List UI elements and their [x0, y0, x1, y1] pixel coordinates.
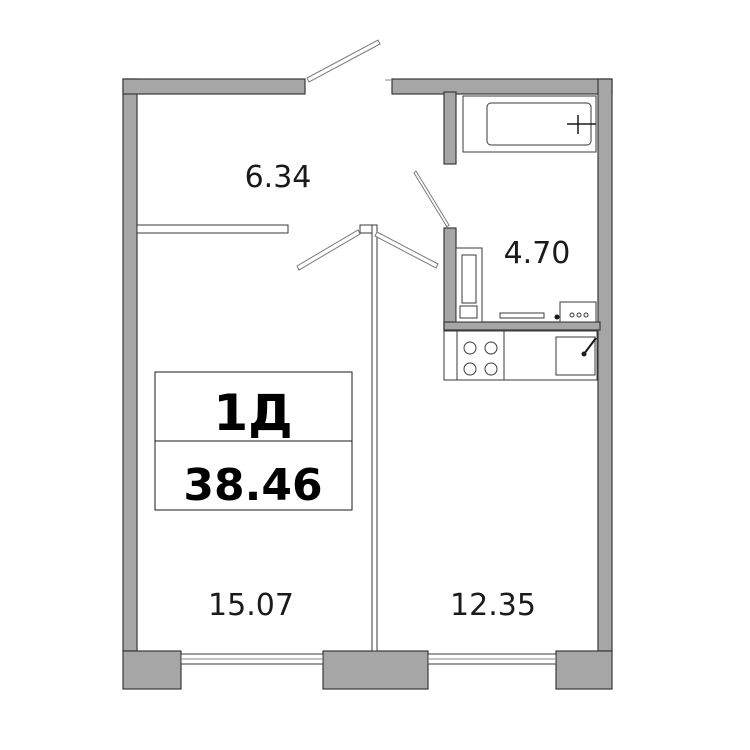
- bedroom-kitchen-wall: [371, 224, 378, 652]
- burner-icon-4: [484, 362, 498, 376]
- right-wall: [597, 78, 613, 652]
- faucet-icon: [583, 337, 597, 355]
- bedroom-area: 15.07: [208, 588, 294, 623]
- top-wall-right: [391, 78, 613, 95]
- top-wall-left: [122, 78, 306, 95]
- machine-knob-2: [576, 312, 582, 318]
- faucet-base-icon: [581, 351, 587, 357]
- washing-machine: [559, 301, 597, 323]
- apartment-total-area: 38.46: [183, 460, 322, 511]
- hall-area: 6.34: [245, 160, 312, 195]
- doors: [296, 39, 450, 271]
- toilet: [461, 254, 477, 304]
- apartment-badge: 1Д 38.46: [154, 371, 353, 511]
- exterior-walls: [122, 78, 613, 690]
- hall-partition: [136, 224, 289, 234]
- bottom-pier-middle: [322, 650, 429, 690]
- bathroom-wall-lower: [443, 227, 457, 331]
- machine-knob-1: [569, 312, 575, 318]
- left-wall: [122, 78, 138, 652]
- bathroom-area: 4.70: [504, 236, 571, 271]
- kitchen-living-area: 12.35: [450, 588, 536, 623]
- kitchen-door: [374, 231, 439, 269]
- sink-drain-icon: [554, 314, 560, 320]
- bottom-pier-left: [122, 650, 182, 690]
- apartment-type: 1Д: [213, 384, 292, 442]
- kitchen-fixtures: [443, 330, 598, 381]
- kitchen-sink: [555, 336, 596, 376]
- burner-icon-1: [463, 341, 477, 355]
- bathroom-wall-upper: [443, 91, 457, 165]
- bathroom-bottom-wall: [443, 321, 601, 331]
- sink-counter: [499, 312, 545, 319]
- burner-icon-3: [463, 362, 477, 376]
- stove: [456, 330, 505, 381]
- cabinet-left: [443, 330, 458, 381]
- burner-icon-2: [484, 341, 498, 355]
- machine-knob-3: [583, 312, 589, 318]
- entrance-door: [306, 39, 381, 83]
- bathroom-fixtures: [459, 95, 597, 323]
- toilet-tank: [459, 305, 478, 319]
- bottom-pier-right: [555, 650, 613, 690]
- bathroom-door: [413, 170, 450, 228]
- windows: [180, 653, 557, 665]
- bedroom-door: [296, 229, 361, 271]
